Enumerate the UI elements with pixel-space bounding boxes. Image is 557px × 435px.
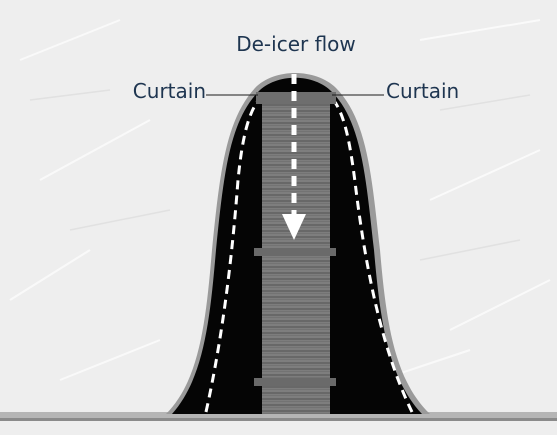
diagram-title: De-icer flow: [236, 32, 356, 56]
right-curtain-label: Curtain: [386, 79, 459, 103]
left-curtain-label: Curtain: [133, 79, 206, 103]
pillar-bracket-low: [254, 378, 336, 386]
flow-arrow-head: [282, 214, 306, 240]
pillar-bracket-mid: [254, 248, 336, 256]
right-curtain-line: [328, 94, 414, 413]
background-texture-dark: [29, 89, 531, 261]
ground-surface: [0, 412, 557, 420]
ground-edge: [0, 418, 557, 421]
